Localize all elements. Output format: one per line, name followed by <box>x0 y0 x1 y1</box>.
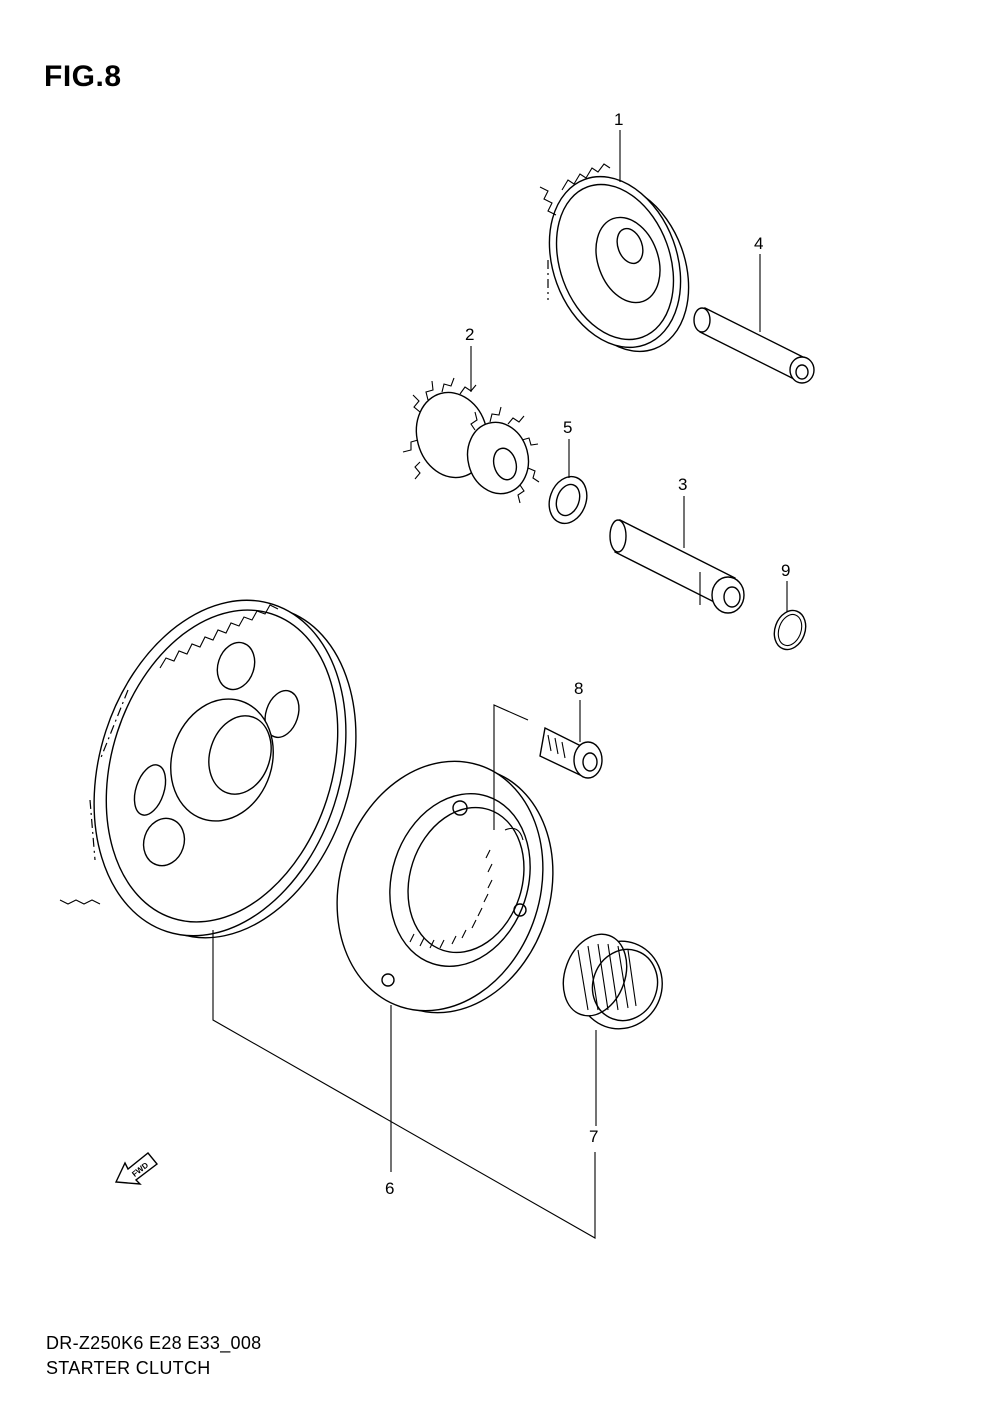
callout-2: 2 <box>465 325 474 344</box>
callout-3: 3 <box>678 475 687 494</box>
callout-4: 4 <box>754 234 763 253</box>
callout-5: 5 <box>563 418 572 437</box>
part-4-shaft[interactable] <box>693 306 815 384</box>
part-8-bolt[interactable] <box>539 726 603 779</box>
part-1-idle-gear[interactable] <box>527 158 711 369</box>
callout-1: 1 <box>614 110 623 129</box>
part-9-circlip[interactable] <box>769 606 811 654</box>
part-2-double-gear[interactable] <box>402 377 540 504</box>
part-3-shaft[interactable] <box>609 518 745 614</box>
starter-driven-gear[interactable] <box>53 567 397 970</box>
part-5-washer[interactable] <box>543 471 593 528</box>
callout-6: 6 <box>385 1179 394 1198</box>
callout-7: 7 <box>589 1127 598 1146</box>
section-name: STARTER CLUTCH <box>46 1358 211 1378</box>
part-7-needle-bearing[interactable] <box>552 925 674 1040</box>
callout-8: 8 <box>574 679 583 698</box>
part-6-starter-clutch[interactable] <box>306 734 584 1039</box>
callout-9: 9 <box>781 561 790 580</box>
figure-title: FIG.8 <box>44 60 122 93</box>
diagram-code: DR-Z250K6 E28 E33_008 <box>46 1333 262 1353</box>
forward-arrow-icon: FWD <box>114 1152 159 1185</box>
